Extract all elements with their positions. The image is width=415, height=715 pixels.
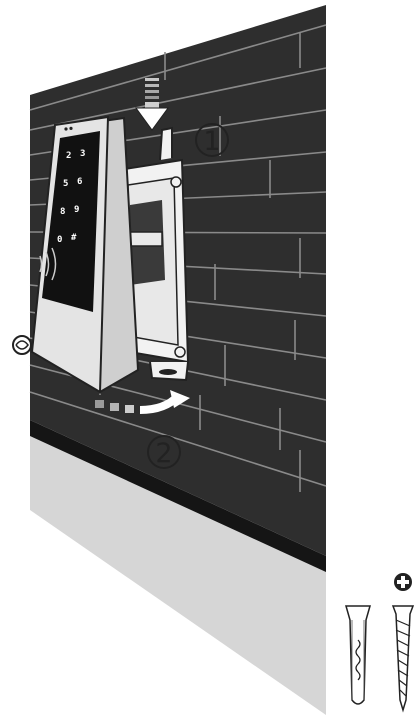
key-5: 5	[63, 179, 68, 189]
key-hash: #	[71, 233, 77, 243]
key-3: 3	[80, 149, 85, 159]
step-2-number: 2	[155, 438, 172, 469]
key-2: 2	[66, 151, 71, 161]
step-1-number: 1	[203, 126, 220, 157]
key-6: 6	[77, 177, 82, 187]
key-0: 0	[57, 235, 62, 245]
key-8: 8	[60, 207, 65, 217]
wall-plug-anchor-icon	[346, 606, 370, 704]
brand-logo-icon	[13, 336, 31, 354]
phillips-screw-icon	[393, 573, 413, 710]
key-9: 9	[74, 205, 79, 215]
